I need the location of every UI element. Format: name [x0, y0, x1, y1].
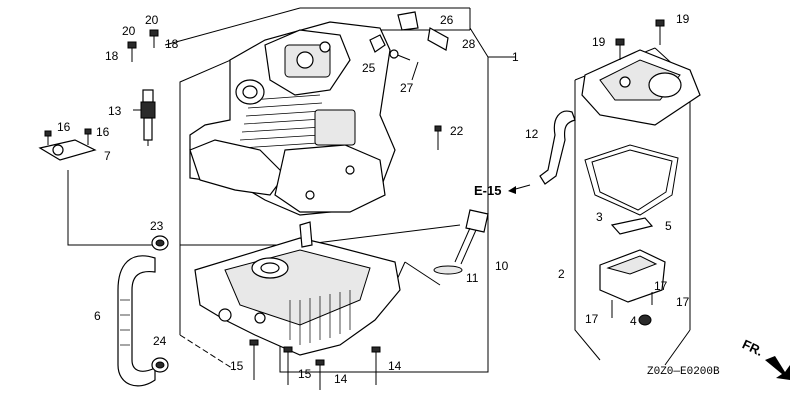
label-part-12: 12 — [525, 127, 539, 141]
label-part-5: 5 — [665, 219, 672, 233]
label-part-7: 7 — [104, 149, 111, 163]
breather-tube — [539, 110, 576, 185]
label-part-27: 27 — [400, 81, 414, 95]
label-part-6: 6 — [94, 309, 101, 323]
label-part-14b: 14 — [334, 372, 348, 386]
label-part-15a: 15 — [230, 359, 244, 373]
label-part-15b: 15 — [298, 367, 312, 381]
hose-clamps — [151, 235, 169, 373]
label-part-22: 22 — [450, 124, 464, 138]
breather-hose — [117, 255, 156, 387]
breather-case — [599, 249, 666, 326]
breather-plate — [38, 128, 97, 161]
label-part-23: 23 — [150, 219, 164, 233]
crankcase — [194, 221, 401, 356]
label-part-2: 2 — [558, 267, 565, 281]
head-cover-gasket — [584, 144, 679, 216]
front-direction-arrow — [765, 356, 790, 380]
label-part-19b: 19 — [592, 35, 606, 49]
label-part-24: 24 — [153, 334, 167, 348]
part-labels: 1 2 3 4 5 6 7 10 11 12 13 14 14 15 15 16… — [57, 12, 690, 386]
breather-element — [610, 217, 654, 235]
label-part-3: 3 — [596, 210, 603, 224]
cylinder-block — [189, 21, 396, 216]
oil-dipstick — [433, 209, 489, 275]
label-part-17c: 17 — [654, 279, 668, 293]
diagram-code: Z0Z0—E0200B — [647, 366, 720, 378]
label-part-16a: 16 — [57, 120, 71, 134]
label-part-10: 10 — [495, 259, 509, 273]
label-part-28: 28 — [462, 37, 476, 51]
label-part-1: 1 — [512, 50, 519, 64]
label-part-18b: 18 — [165, 37, 179, 51]
rocker-parts — [369, 11, 449, 81]
label-part-14a: 14 — [388, 359, 402, 373]
label-part-13: 13 — [108, 104, 122, 118]
reference-arrow — [508, 184, 531, 194]
label-part-20b: 20 — [122, 24, 136, 38]
head-cover — [581, 19, 701, 126]
label-part-4: 4 — [630, 314, 637, 328]
bottom-bolts — [249, 339, 381, 390]
label-part-19a: 19 — [676, 12, 690, 26]
bolts-top-left — [127, 29, 159, 62]
label-part-17b: 17 — [676, 295, 690, 309]
label-part-16b: 16 — [96, 125, 110, 139]
label-part-11: 11 — [466, 271, 479, 285]
label-part-18a: 18 — [105, 49, 119, 63]
label-part-25: 25 — [362, 61, 376, 75]
label-part-20a: 20 — [145, 13, 159, 27]
reference-label: E-15 — [474, 183, 501, 198]
label-part-26: 26 — [440, 13, 454, 27]
label-part-17a: 17 — [585, 312, 599, 326]
direction-label: FR. — [740, 337, 765, 359]
bolt-22 — [434, 125, 442, 150]
spark-plug — [133, 89, 156, 146]
